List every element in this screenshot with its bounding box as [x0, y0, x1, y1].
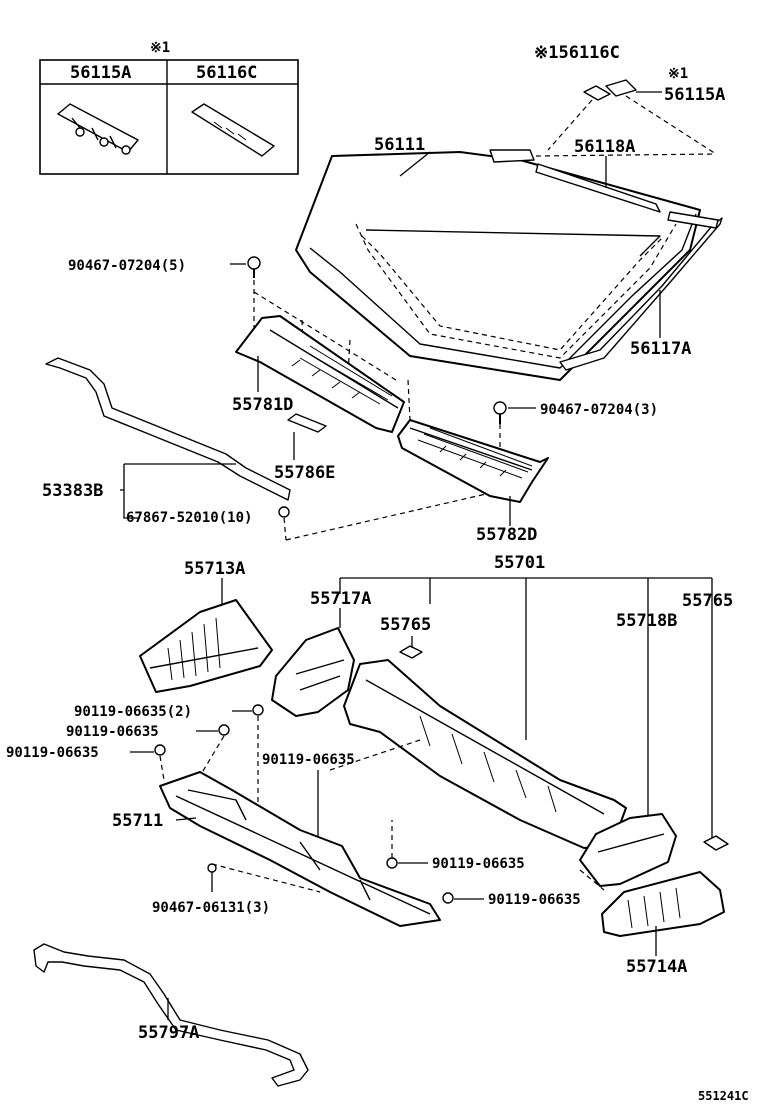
bracket-55718b	[579, 813, 677, 887]
screw-90119-06635-a	[252, 704, 264, 716]
label-55717a: 55717A	[310, 589, 371, 609]
bolt-90467-07204-b	[493, 401, 507, 424]
bracket-55717a	[271, 627, 355, 717]
moulding-56116c-drawing	[191, 103, 275, 157]
plate-55765-mid	[399, 645, 423, 659]
label-55711: 55711	[112, 811, 163, 831]
label-55765-right: 55765	[682, 591, 733, 611]
clip-56116c-drawing	[583, 85, 611, 101]
windshield-glass	[295, 151, 701, 381]
label-screw-90119-06635-e: 90119-06635	[432, 856, 525, 872]
seal-55786e	[287, 413, 327, 433]
clip-67867-52010	[278, 506, 290, 518]
label-56117a: 56117A	[630, 339, 691, 359]
label-56116c-top: ※156116C	[534, 43, 620, 63]
inset-note: ※1	[150, 40, 170, 56]
label-55797a: 55797A	[138, 1023, 199, 1043]
screw-90119-06635-e	[386, 857, 398, 869]
label-screw-90119-06635-2: 90119-06635(2)	[74, 704, 192, 720]
label-bolt-90467-07204-5: 90467-07204(5)	[68, 258, 186, 274]
label-55718b: 55718B	[616, 611, 677, 631]
label-bolt-90467-06131-3: 90467-06131(3)	[152, 900, 270, 916]
cowl-louver-55782d	[397, 419, 549, 503]
cowl-louver-55781d	[235, 315, 405, 433]
label-56115a: 56115A	[664, 85, 725, 105]
label-clip-67867-52010: 67867-52010(10)	[126, 510, 252, 526]
label-55701: 55701	[494, 553, 545, 573]
figure-code: 551241C	[698, 1089, 749, 1103]
label-55782d: 55782D	[476, 525, 537, 545]
hose-55797a	[33, 943, 309, 1087]
inset-table: ※1 56115A 56116C	[39, 40, 299, 175]
side-panel-55713a	[139, 599, 273, 693]
hose-53383b	[45, 357, 291, 501]
label-55714a: 55714A	[626, 957, 687, 977]
lower-cowl-55711	[159, 771, 441, 927]
plate-55765-right	[703, 835, 729, 851]
label-bolt-90467-07204-3: 90467-07204(3)	[540, 402, 658, 418]
clip-56115a-drawing	[57, 103, 139, 155]
screw-90119-06635-f	[442, 892, 454, 904]
label-screw-90119-06635-d: 90119-06635	[262, 752, 355, 768]
label-56111: 56111	[374, 135, 425, 155]
label-55765-mid: 55765	[380, 615, 431, 635]
inset-header-56116c: 56116C	[196, 63, 257, 83]
inset-header-56115a: 56115A	[70, 63, 131, 83]
side-panel-55714a	[601, 871, 725, 937]
bolt-90467-07204-a	[247, 256, 261, 278]
label-55781d: 55781D	[232, 395, 293, 415]
label-55713a: 55713A	[184, 559, 245, 579]
weatherstrip-56117a	[559, 217, 723, 371]
label-screw-90119-06635-b: 90119-06635	[66, 724, 159, 740]
screw-90119-06635-b	[218, 724, 230, 736]
label-56118a: 56118A	[574, 137, 635, 157]
label-note-1: ※1	[668, 66, 688, 82]
cowl-panel-55701	[343, 659, 627, 849]
label-screw-90119-06635-c: 90119-06635	[6, 745, 99, 761]
clip-56115a-small-drawing	[605, 79, 637, 97]
label-screw-90119-06635-f: 90119-06635	[488, 892, 581, 908]
moulding-56118a	[489, 149, 719, 229]
screw-90119-06635-c	[154, 744, 166, 756]
label-55786e: 55786E	[274, 463, 335, 483]
label-53383b: 53383B	[42, 481, 103, 501]
